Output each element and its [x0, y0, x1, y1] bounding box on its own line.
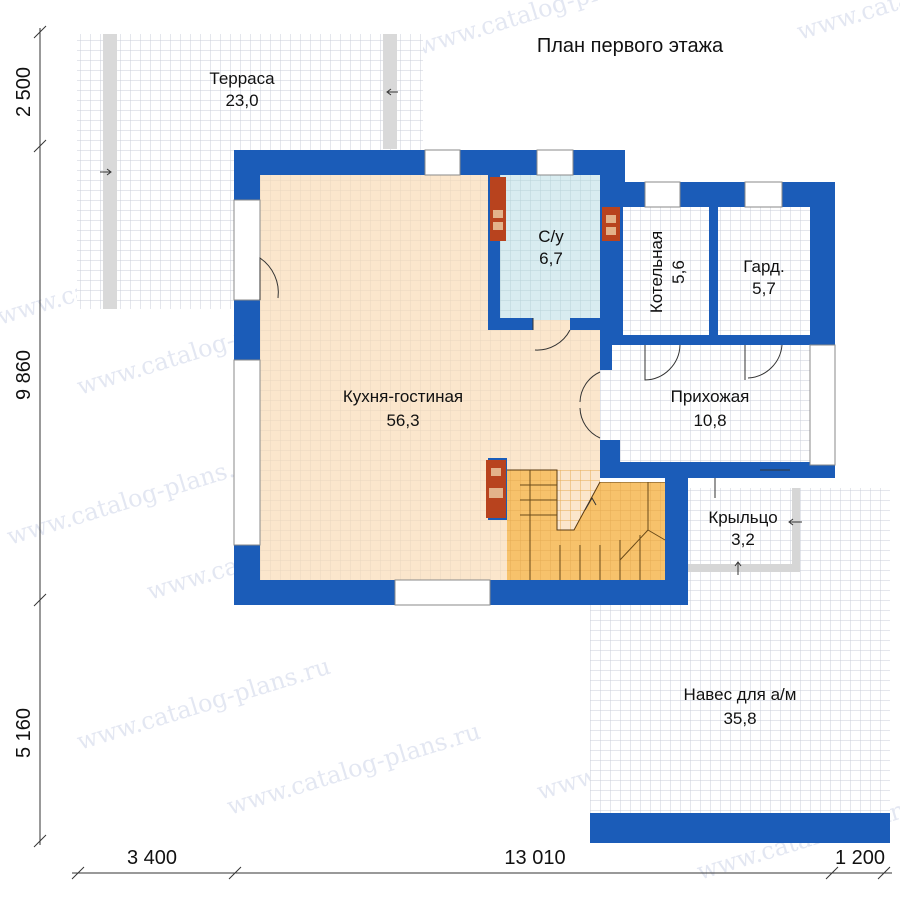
room-name-boiler: Котельная [647, 231, 666, 313]
house [234, 150, 835, 605]
room-name-wardrobe: Гард. [743, 257, 784, 276]
dim-bottom-right: 1 200 [835, 847, 885, 869]
dimension-labels: 2 500 9 860 5 160 3 400 13 010 1 200 [13, 67, 885, 869]
room-area-bathroom: 6,7 [539, 249, 563, 268]
room-area-porch: 3,2 [731, 530, 755, 549]
dim-bottom-left: 3 400 [127, 847, 177, 869]
dim-left-top: 2 500 [13, 67, 35, 117]
watermark-text: www.catalog-plans.ru [4, 447, 264, 551]
staircase [507, 469, 666, 580]
watermark-text: www.catalog-plans.ru [224, 717, 484, 821]
room-name-hall: Прихожая [671, 387, 750, 406]
watermark-text: www.catalog-plans.ru [794, 0, 900, 46]
dim-left-bottom: 5 160 [13, 708, 35, 758]
room-area-hall: 10,8 [693, 411, 726, 430]
dimension-lines [33, 25, 892, 880]
room-area-kitchen: 56,3 [386, 411, 419, 430]
room-area-boiler: 5,6 [669, 260, 688, 284]
room-area-carport: 35,8 [723, 709, 756, 728]
room-name-carport: Навес для а/м [684, 685, 797, 704]
room-name-bathroom: С/у [538, 227, 564, 246]
porch [688, 488, 802, 575]
room-name-terrace: Терраса [209, 69, 275, 88]
room-labels: Терраса 23,0 С/у 6,7 Котельная 5,6 Гард.… [209, 69, 796, 728]
dim-bottom-middle: 13 010 [504, 847, 565, 869]
room-area-wardrobe: 5,7 [752, 279, 776, 298]
doors [259, 257, 790, 498]
windows [233, 149, 836, 606]
room-area-terrace: 23,0 [225, 91, 258, 110]
dim-left-middle: 9 860 [13, 350, 35, 400]
watermark-text: www.catalog-plans.ru [74, 652, 334, 756]
room-name-kitchen: Кухня-гостиная [343, 387, 463, 406]
plan-title: План первого этажа [537, 35, 724, 57]
chimney [486, 177, 620, 518]
room-name-porch: Крыльцо [708, 508, 777, 527]
